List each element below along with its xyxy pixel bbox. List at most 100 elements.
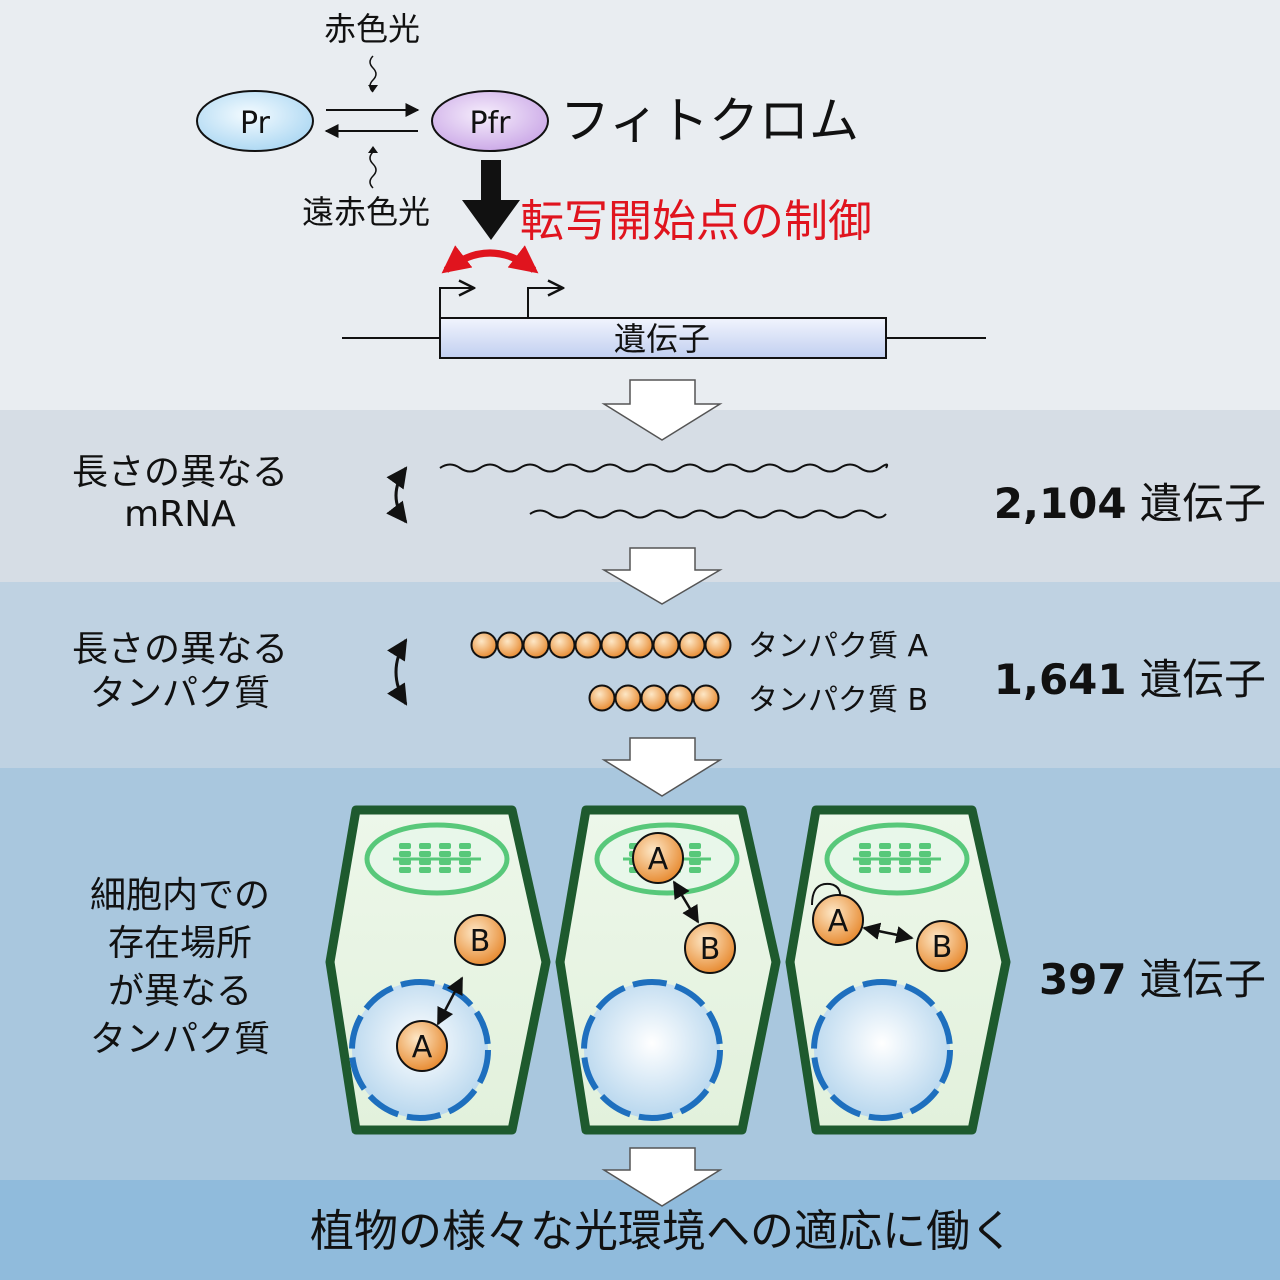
- mrna-switch-arrow: [386, 466, 408, 524]
- far-red-light-wave-tip: [368, 146, 378, 153]
- cell-2: A B: [555, 805, 781, 1135]
- thylakoid-disc: [689, 851, 701, 857]
- conclusion-text: 植物の様々な光環境への適応に働く: [310, 1206, 1014, 1257]
- thylakoid-disc: [859, 851, 871, 857]
- protein-b-marker-label: B: [470, 924, 491, 959]
- thylakoid-disc: [419, 851, 431, 857]
- protein-b-marker: [684, 922, 736, 974]
- protein-b-marker: [916, 920, 968, 972]
- nucleus: [581, 979, 723, 1121]
- thylakoid-disc: [919, 843, 931, 849]
- amino-acid-bead: [652, 631, 680, 659]
- count-protein-number: 1,641: [993, 655, 1127, 704]
- tss-switch-arrow: [441, 245, 539, 274]
- row-mrna-label-line-2: mRNA: [124, 494, 236, 535]
- row-localization-label-line-2: 存在場所: [107, 923, 252, 964]
- thylakoid-disc: [439, 851, 451, 857]
- thylakoid-disc: [689, 843, 701, 849]
- thylakoid-disc: [419, 867, 431, 873]
- count-mrna-number: 2,104: [993, 479, 1127, 528]
- protein-a-label: タンパク質 A: [748, 629, 929, 664]
- nucleus: [811, 979, 953, 1121]
- mrna-long-wave: [439, 463, 889, 473]
- interaction-arrow: [436, 976, 464, 1026]
- thylakoid-disc: [459, 851, 471, 857]
- amino-acid-bead: [548, 631, 576, 659]
- band-protein: [0, 582, 1280, 768]
- thylakoid-disc: [399, 843, 411, 849]
- band-conclusion: [0, 1180, 1280, 1280]
- thylakoid-disc: [879, 867, 891, 873]
- interaction-arrow: [672, 880, 700, 924]
- row-protein-label-line-2: タンパク質: [89, 673, 270, 714]
- gene-label: 遺伝子: [614, 320, 710, 358]
- count-protein: 1,641 遺伝子: [994, 646, 1266, 707]
- membrane-tether: [811, 882, 842, 906]
- protein-b-marker-label: B: [932, 930, 953, 965]
- amino-acid-bead: [574, 631, 602, 659]
- far-red-light-wave: [369, 151, 377, 189]
- protein-b-label: タンパク質 B: [748, 683, 928, 718]
- tss-arrow-1: [439, 288, 474, 318]
- protein-switch-arrow: [387, 638, 408, 706]
- thylakoid-disc: [399, 851, 411, 857]
- count-protein-unit: 遺伝子: [1139, 655, 1266, 704]
- thylakoid-disc: [859, 867, 871, 873]
- thylakoid-icon: [853, 843, 941, 873]
- amino-acid-bead: [704, 631, 732, 659]
- amino-acid-bead: [496, 631, 524, 659]
- count-mrna: 2,104 遺伝子: [994, 470, 1266, 531]
- mrna-short-wave: [529, 509, 887, 519]
- amino-acid-bead: [640, 684, 668, 712]
- pr-state-ellipse: [196, 90, 314, 152]
- amino-acid-bead: [678, 631, 706, 659]
- far-red-light-label: 遠赤色光: [302, 193, 430, 231]
- flow-arrow-1: [601, 379, 723, 441]
- amino-acid-bead: [600, 631, 628, 659]
- protein-a-marker-label: A: [412, 1030, 433, 1065]
- protein-a-marker: [632, 832, 684, 884]
- thylakoid-disc: [879, 843, 891, 849]
- protein-a-marker: [812, 894, 864, 946]
- thylakoid-disc: [919, 851, 931, 857]
- protein-a-marker-label: A: [828, 904, 849, 939]
- count-localization-number: 397: [1038, 955, 1127, 1004]
- row-localization-label-line-3: が異なる: [107, 971, 252, 1012]
- amino-acid-bead: [522, 631, 550, 659]
- amino-acid-bead: [614, 684, 642, 712]
- pr-state-label: Pr: [240, 106, 271, 141]
- thylakoid-disc: [859, 843, 871, 849]
- thylakoid-disc: [689, 867, 701, 873]
- amino-acid-bead: [470, 631, 498, 659]
- pfr-state-ellipse: [431, 90, 549, 152]
- thylakoid-disc: [439, 843, 451, 849]
- protein-a-marker-label: A: [648, 842, 669, 877]
- tss-control-label: 転写開始点の制御: [520, 196, 872, 247]
- thylakoid-disc: [879, 851, 891, 857]
- thylakoid-disc: [439, 867, 451, 873]
- row-mrna-label: 長さの異なる mRNA: [40, 452, 320, 536]
- amino-acid-bead: [626, 631, 654, 659]
- protein-a-marker: [396, 1020, 448, 1072]
- thylakoid-icon: [393, 843, 481, 873]
- protein-b-marker-label: B: [700, 932, 721, 967]
- flow-arrow-4: [601, 1147, 723, 1207]
- interaction-arrow: [862, 922, 914, 944]
- thylakoid-disc: [459, 843, 471, 849]
- amino-acid-bead: [692, 684, 720, 712]
- protein-b-marker: [454, 914, 506, 966]
- red-light-wave-tip: [368, 85, 378, 92]
- tss-arrow-2: [527, 288, 563, 318]
- thylakoid-disc: [899, 867, 911, 873]
- flow-arrow-3: [601, 737, 723, 797]
- thylakoid-disc: [399, 867, 411, 873]
- pfr-state-label: Pfr: [470, 106, 512, 141]
- count-localization: 397 遺伝子: [1039, 946, 1266, 1007]
- pfr-action-arrow: [462, 160, 520, 240]
- row-protein-label-line-1: 長さの異なる: [71, 629, 288, 670]
- cell-3: A B: [785, 805, 1011, 1135]
- count-mrna-unit: 遺伝子: [1139, 479, 1266, 528]
- phytochrome-label: フィトクロム: [560, 92, 859, 150]
- thylakoid-disc: [919, 867, 931, 873]
- row-localization-label: 細胞内での 存在場所 が異なる タンパク質: [40, 872, 320, 1064]
